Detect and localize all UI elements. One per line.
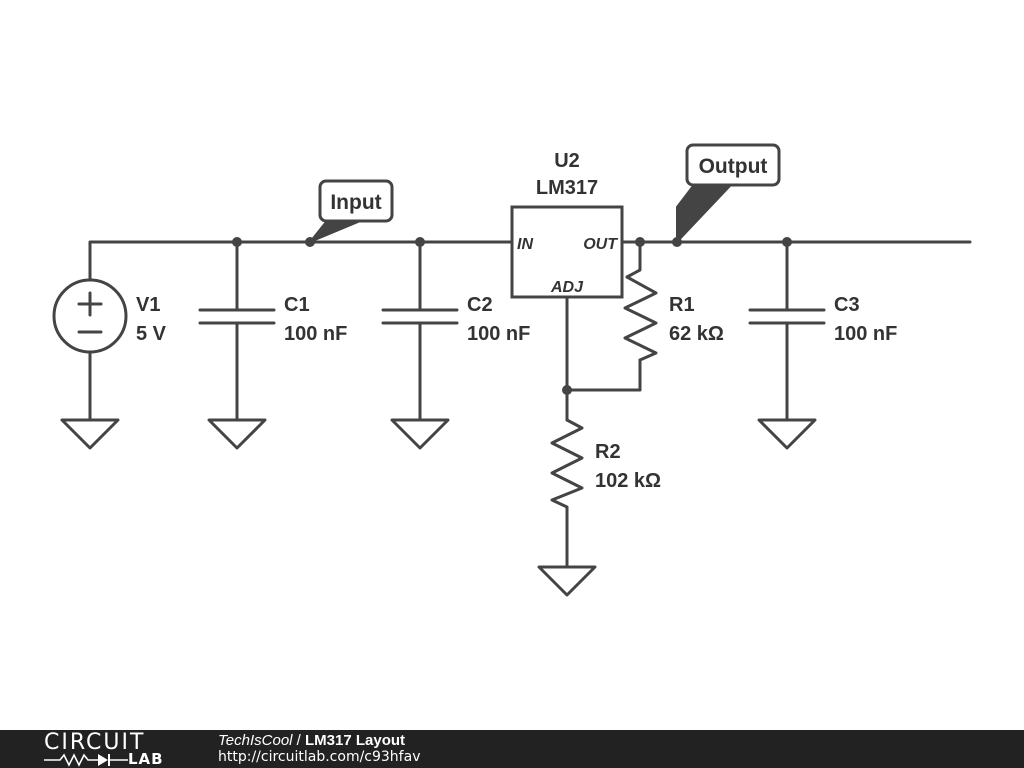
resistor-r2[interactable] [537, 418, 597, 597]
r1-value-label: 62 kΩ [669, 323, 724, 345]
c1-value-label: 100 nF [284, 323, 347, 345]
circuitlab-logo[interactable]: CIRCUIT LAB [44, 731, 184, 767]
logo-bottom-text: LAB [128, 750, 164, 768]
r2-value-label: 102 kΩ [595, 470, 661, 492]
u2-part-label: LM317 [536, 177, 598, 199]
ground-icon [390, 418, 450, 450]
u2-pin-adj-label: ADJ [550, 279, 584, 296]
circuit-url[interactable]: http://circuitlab.com/c93hfav [218, 749, 421, 765]
output-flag-label: Output [699, 155, 768, 178]
capacitor-c2[interactable] [381, 240, 459, 450]
ground-icon [757, 418, 817, 450]
ground-icon [537, 565, 597, 597]
junction-dot [672, 237, 682, 247]
u2-pin-out-label: OUT [583, 236, 618, 253]
net-flag-input[interactable]: Input [309, 179, 394, 243]
v1-value-label: 5 V [136, 323, 167, 345]
v1-name-label: V1 [136, 294, 160, 316]
c3-name-label: C3 [834, 294, 860, 316]
c1-name-label: C1 [284, 294, 310, 316]
c3-value-label: 100 nF [834, 323, 897, 345]
net-flag-output[interactable]: Output [676, 143, 781, 243]
c2-value-label: 100 nF [467, 323, 530, 345]
resistor-r1[interactable] [623, 275, 658, 362]
circuit-title[interactable]: LM317 Layout [305, 732, 406, 749]
logo-top-text: CIRCUIT [44, 730, 146, 755]
resistor-diode-icon [44, 753, 128, 767]
junction-dot [635, 237, 645, 247]
u2-name-label: U2 [554, 150, 580, 172]
junction-dot [562, 385, 572, 395]
junction-dot [232, 237, 242, 247]
author-link[interactable]: TechIsCool [218, 732, 293, 749]
wire-adj-network [565, 240, 642, 422]
footer-bar: CIRCUIT LAB TechIsCool / LM317 Layout ht… [0, 730, 1024, 768]
ground-icon [60, 418, 120, 450]
voltage-source-v1[interactable] [52, 278, 128, 450]
ground-icon [207, 418, 267, 450]
c2-name-label: C2 [467, 294, 493, 316]
capacitor-c1[interactable] [198, 240, 276, 450]
regulator-u2[interactable] [510, 205, 624, 299]
input-flag-label: Input [330, 191, 381, 214]
junction-dot [415, 237, 425, 247]
r1-name-label: R1 [669, 294, 695, 316]
circuit-meta: TechIsCool / LM317 Layout http://circuit… [218, 732, 420, 766]
u2-pin-in-label: IN [517, 236, 533, 253]
capacitor-c3[interactable] [748, 240, 826, 450]
path-separator: / [292, 732, 306, 749]
junction-dot [782, 237, 792, 247]
schematic-canvas: V1 5 V C1 100 nF Input C2 100 nF U2 LM31… [52, 143, 972, 597]
junction-dot [305, 237, 315, 247]
r2-name-label: R2 [595, 441, 621, 463]
